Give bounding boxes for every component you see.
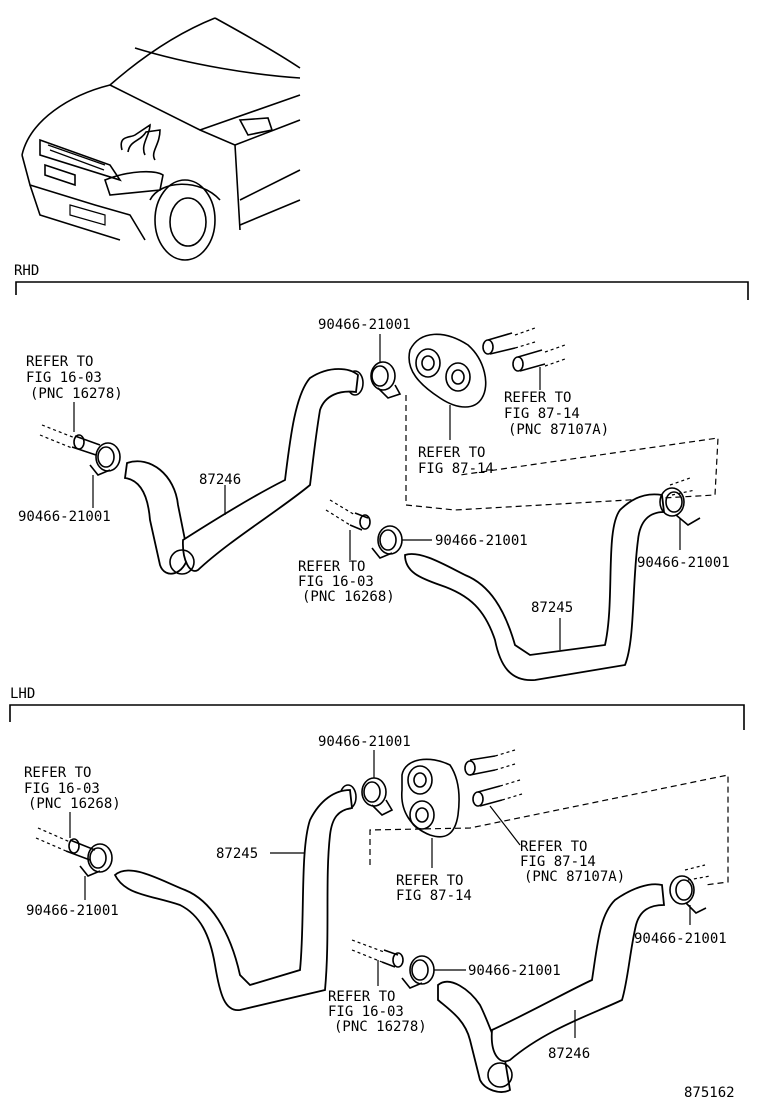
- section-label-rhd: RHD: [14, 263, 39, 279]
- lhd-part-hose-right-label: 87246: [548, 1046, 590, 1062]
- lhd-part-clamp-mid-label: 90466-21001: [468, 963, 561, 979]
- lhd-refer-lower-line2: FIG 16-03: [328, 1004, 404, 1020]
- rhd-part-clamp-left-label: 90466-21001: [18, 509, 111, 525]
- pipe-stub-icon: [482, 327, 566, 372]
- lhd-part-clamp-top-label: 90466-21001: [318, 734, 411, 750]
- rhd-part-clamp-mid-label: 90466-21001: [435, 533, 528, 549]
- lhd-refer-mid-line2: FIG 87-14: [396, 888, 472, 904]
- rhd-part-clamp-right-label: 90466-21001: [637, 555, 730, 571]
- lhd-part-hose-left-label: 87245: [216, 846, 258, 862]
- rhd-part-clamp-top-label: 90466-21001: [318, 317, 411, 333]
- pipe-stub-icon: [464, 749, 523, 807]
- rhd-part-hose-right-label: 87245: [531, 600, 573, 616]
- rhd-part-hose-left-label: 87246: [199, 472, 241, 488]
- lhd-refer-right-line2: FIG 87-14: [520, 854, 596, 870]
- rhd-refer-lower-line3: (PNC 16268): [302, 589, 395, 605]
- lhd-refer-left-line2: FIG 16-03: [24, 781, 100, 797]
- rhd-refer-left-line1: REFER TO: [26, 354, 93, 370]
- hose-clamp-icon: [89, 442, 121, 476]
- rhd-refer-left-line2: FIG 16-03: [26, 370, 102, 386]
- rhd-refer-left-line3: (PNC 16278): [30, 386, 123, 402]
- lhd-refer-left-line1: REFER TO: [24, 765, 91, 781]
- hose-clamp-icon: [401, 955, 435, 989]
- rhd-refer-lower-line1: REFER TO: [298, 559, 365, 575]
- rhd-bracket: [15, 281, 749, 300]
- lhd-hose-87245: [113, 789, 353, 1011]
- car-front-quarter-icon: [21, 17, 301, 261]
- rhd-refer-right-line2: FIG 87-14: [504, 406, 580, 422]
- rhd-refer-lower-line2: FIG 16-03: [298, 574, 374, 590]
- hose-clamp-icon: [79, 843, 113, 877]
- rhd-refer-mid-line1: REFER TO: [418, 445, 485, 461]
- lhd-bracket: [9, 704, 745, 730]
- figure-id: 875162: [684, 1085, 735, 1101]
- lhd-refer-left-line3: (PNC 16268): [28, 796, 121, 812]
- hose-clamp-icon: [370, 361, 402, 399]
- rhd-refer-mid-line2: FIG 87-14: [418, 461, 494, 477]
- lhd-refer-lower-line1: REFER TO: [328, 989, 395, 1005]
- hose-clamp-icon: [361, 777, 394, 816]
- lhd-part-clamp-left-label: 90466-21001: [26, 903, 119, 919]
- lhd-refer-right-line3: (PNC 87107A): [524, 869, 625, 885]
- water-valve-block-icon: [401, 758, 460, 838]
- rhd-hose-87245: [404, 493, 666, 681]
- lhd-hose-87246: [437, 883, 665, 1093]
- hose-clamp-icon: [659, 487, 701, 526]
- hose-clamp-icon: [669, 875, 707, 914]
- water-valve-block-icon: [408, 333, 487, 408]
- lhd-refer-mid-line1: REFER TO: [396, 873, 463, 889]
- section-label-lhd: LHD: [10, 686, 35, 702]
- rhd-refer-right-line3: (PNC 87107A): [508, 422, 609, 438]
- rhd-refer-right-line1: REFER TO: [504, 390, 571, 406]
- lhd-refer-right-line1: REFER TO: [520, 839, 587, 855]
- lhd-part-clamp-right-label: 90466-21001: [634, 931, 727, 947]
- lhd-refer-lower-line3: (PNC 16278): [334, 1019, 427, 1035]
- hose-clamp-icon: [371, 525, 403, 559]
- rhd-hose-87246: [123, 368, 359, 575]
